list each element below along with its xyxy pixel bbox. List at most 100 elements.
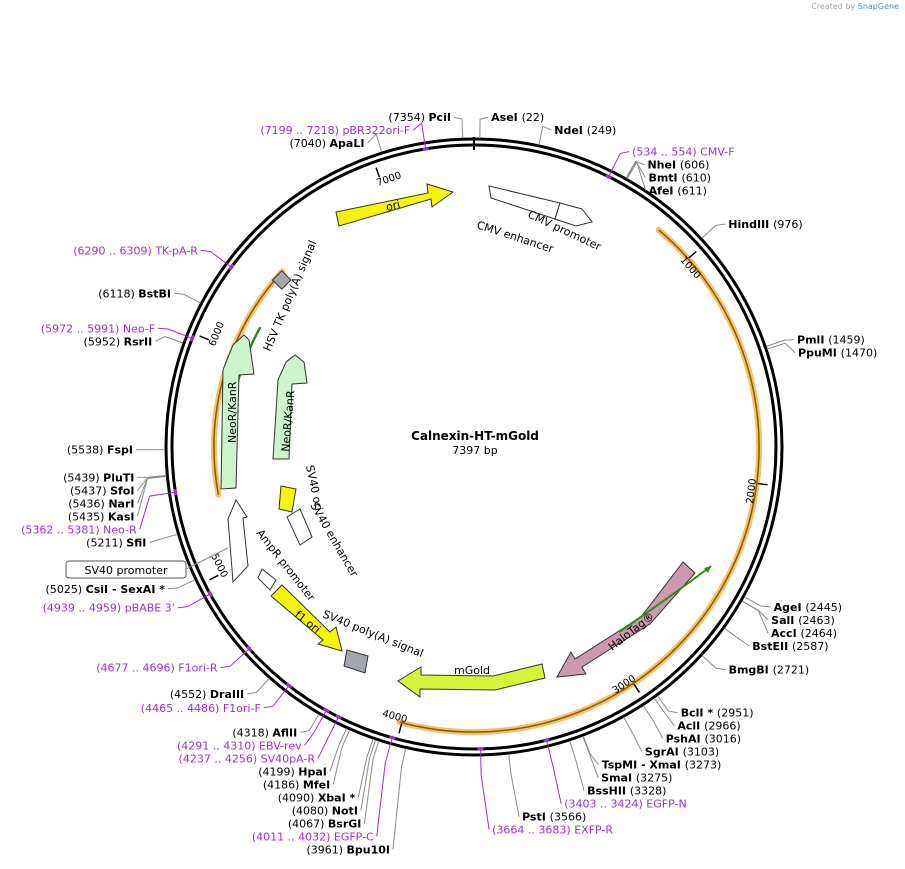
site-position: (7354) (388, 111, 428, 124)
site-leader (167, 579, 196, 590)
site-name: SfoI (110, 484, 134, 497)
primer-label[interactable]: (4677 .. 4696) F1ori-R (96, 662, 218, 675)
site-label[interactable]: AfeI (611) (649, 185, 707, 198)
site-label[interactable]: AclI (2966) (677, 720, 740, 733)
primer-label[interactable]: (5972 .. 5991) Neo-F (41, 322, 155, 335)
primer-label[interactable]: (4291 .. 4310) EBV-rev (177, 739, 302, 752)
feature-neor-outer-arrow[interactable] (220, 334, 255, 490)
site-position: (5439) (63, 471, 103, 484)
primer-label[interactable]: (4237 .. 4256) SV40pA-R (179, 752, 316, 765)
site-label[interactable]: (5439) PluTI (63, 471, 134, 484)
site-label[interactable]: (7040) ApaLI (289, 137, 364, 150)
site-label[interactable]: (4199) HpaI (258, 765, 327, 778)
site-position: (3273) (685, 759, 722, 772)
sv40-promoter-box[interactable]: SV40 promoter (65, 547, 229, 579)
site-position: (1470) (841, 347, 878, 360)
site-position: (5538) (67, 444, 107, 457)
site-label[interactable]: (6118) BstBI (98, 287, 171, 300)
site-label[interactable]: (4318) AflII (232, 726, 297, 739)
feature-mgold-label: mGold (454, 664, 490, 677)
site-label[interactable]: PstI (3566) (522, 811, 586, 824)
site-label[interactable]: NheI (606) (647, 159, 709, 172)
feature-sv40-ori-box[interactable] (278, 485, 297, 513)
primer-range: (4677 .. 4696) (96, 662, 178, 675)
primer-label[interactable]: (6290 .. 6309) TK-pA-R (73, 244, 198, 257)
site-label[interactable]: (5952) RsrII (84, 335, 153, 348)
halotag-orf-arrowhead (704, 566, 711, 573)
site-label[interactable]: BmtI (610) (648, 172, 711, 185)
site-label[interactable]: (5538) FspI (67, 444, 133, 457)
primer-name: F1ori-F (223, 702, 261, 715)
feature-cmv-enhancer-arrow[interactable] (488, 185, 561, 220)
primer-name: SV40pA-R (261, 752, 316, 765)
site-label[interactable]: AgeI (2445) (774, 601, 842, 614)
site-label[interactable]: HindIII (976) (728, 218, 802, 231)
site-label[interactable]: AccI (2464) (771, 627, 837, 640)
primer-leader (376, 735, 394, 837)
site-label[interactable]: NdeI (249) (554, 124, 616, 137)
site-label[interactable]: SgrAI (3103) (645, 746, 719, 759)
site-label[interactable]: BclI * (2951) (681, 707, 754, 720)
feature-f1-ori-arrow[interactable] (270, 584, 343, 652)
primer-range: (534 .. 554) (632, 146, 700, 159)
site-label[interactable]: SalI (2463) (771, 614, 835, 627)
feature-mgold-arrow[interactable] (397, 663, 546, 698)
leader-lines (136, 116, 796, 850)
site-position: (7040) (289, 137, 329, 150)
feature-halotag-arrow[interactable] (556, 561, 696, 678)
site-label[interactable]: (4186) MfeI (263, 778, 330, 791)
site-label[interactable]: (7354) PciI (388, 111, 451, 124)
site-label[interactable]: (3961) Bpu10I (306, 843, 390, 856)
primer-label[interactable]: (4011 .. 4032) EGFP-C (252, 830, 374, 843)
site-label[interactable]: BssHII (3328) (587, 785, 666, 798)
primer-name: CMV-F (700, 146, 734, 159)
site-name: BstEII (752, 640, 792, 653)
primer-label[interactable]: (3403 .. 3424) EGFP-N (564, 798, 686, 811)
site-leader (766, 342, 796, 353)
feature-sv40-polya-box[interactable] (343, 649, 369, 674)
primer-label[interactable]: (3664 .. 3683) EXFP-R (492, 824, 613, 837)
primer-mark (543, 738, 550, 743)
tick-mark (199, 335, 210, 341)
site-label[interactable]: (5025) CsiI - SexAI * (46, 583, 166, 596)
site-label[interactable]: (5211) SfiI (86, 536, 146, 549)
site-label[interactable]: (4080) NotI (292, 804, 358, 817)
site-label[interactable]: TspMI - XmaI (3273) (602, 759, 722, 772)
site-name: BmtI (648, 172, 681, 185)
primer-label[interactable]: (534 .. 554) CMV-F (632, 146, 734, 159)
site-leader (367, 133, 383, 153)
site-label[interactable]: PshAI (3016) (666, 733, 741, 746)
site-label[interactable]: (5436) NarI (68, 497, 134, 510)
site-label[interactable]: (5437) SfoI (70, 484, 134, 497)
site-position: (6118) (98, 287, 138, 300)
site-position: (606) (680, 159, 710, 172)
feature-halotag-label: HaloTag® (606, 610, 657, 654)
primer-label[interactable]: (4939 .. 4959) pBABE 3' (43, 602, 175, 615)
site-label[interactable]: PmlI (1459) (797, 334, 865, 347)
primer-label[interactable]: (4465 .. 4486) F1ori-F (141, 702, 261, 715)
site-label[interactable]: (5435) KasI (68, 510, 135, 523)
site-label[interactable]: PpuMI (1470) (798, 347, 877, 360)
feature-sv40-promoter-arrow[interactable] (227, 498, 249, 584)
site-label[interactable]: BmgBI (2721) (729, 664, 810, 677)
feature-sv40-enhancer-arrow[interactable] (286, 508, 313, 546)
site-label[interactable]: SmaI (3275) (601, 772, 672, 785)
site-position: (2966) (704, 720, 741, 733)
primer-label[interactable]: (7199 .. 7218) pBR322ori-F (260, 124, 410, 137)
site-leader (137, 475, 167, 478)
feature-ampr-promoter-arrow[interactable] (257, 568, 277, 591)
feature-cmv-promoter-arrow[interactable] (554, 202, 593, 227)
site-label[interactable]: BstEII (2587) (752, 640, 828, 653)
site-label[interactable]: (4067) BsrGI (288, 817, 362, 830)
site-leader (479, 116, 489, 139)
site-label[interactable]: (4552) DraIII (170, 688, 244, 701)
site-label[interactable]: (4090) XbaI * (278, 791, 356, 804)
feature-hsv-tk-polya-box[interactable] (271, 270, 292, 290)
site-position: (5025) (46, 583, 86, 596)
primer-label[interactable]: (5362 .. 5381) Neo-R (21, 523, 137, 536)
feature-neor-inner-arrow[interactable] (272, 354, 308, 460)
site-position: (5435) (68, 510, 108, 523)
site-label[interactable]: AseI (22) (491, 111, 544, 124)
feature-ori-arrow[interactable] (335, 183, 455, 227)
primer-name: EBV-rev (259, 739, 302, 752)
